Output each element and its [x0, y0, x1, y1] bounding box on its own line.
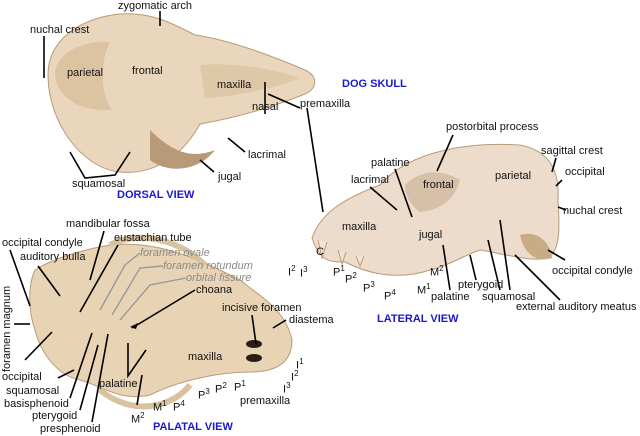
tooth-P1-palatal: P1 [234, 379, 246, 394]
faint-leader-lines [99, 252, 187, 321]
label-occipital-palatal: occipital [2, 371, 42, 383]
label-parietal-lateral: parietal [495, 170, 532, 182]
tooth-P4-palatal: P4 [173, 399, 185, 414]
label-nuchal-crest: nuchal crest [30, 24, 90, 36]
label-maxilla: maxilla [217, 79, 252, 91]
label-occipital-condyle-palatal: occipital condyle [2, 237, 83, 249]
tooth-P3-palatal: P3 [198, 387, 210, 402]
label-nuchal-crest-lateral: nuchal crest [563, 205, 623, 217]
tooth-I2-palatal: I2 [291, 369, 299, 384]
label-nasal: nasal [252, 101, 279, 113]
label-squamosal-palatal: squamosal [6, 385, 60, 397]
label-palatine-lateral-top: palatine [371, 157, 410, 169]
label-foramen-magnum: foramen magnum [1, 285, 13, 372]
tooth-I1-palatal: I1 [296, 357, 304, 372]
label-lacrimal-lateral: lacrimal [351, 174, 389, 186]
label-parietal: parietal [67, 67, 104, 79]
tooth-M1-palatal: M1 [153, 399, 167, 414]
label-auditory-bulla: auditory bulla [20, 251, 86, 263]
palatal-skull [29, 235, 293, 410]
tooth-P2-lateral: P2 [345, 271, 357, 286]
tooth-P4-lateral: P4 [384, 288, 396, 303]
label-maxilla-lateral: maxilla [342, 221, 377, 233]
label-jugal: jugal [218, 171, 242, 183]
label-eustachian-tube: eustachian tube [114, 232, 192, 244]
tooth-I2-lateral: I2 [288, 264, 296, 279]
label-basisphenoid: basisphenoid [4, 398, 69, 410]
label-palatine-palatal: palatine [99, 378, 138, 390]
tooth-M1-lateral: M1 [417, 282, 431, 297]
label-sagittal-crest: sagittal crest [541, 145, 603, 157]
label-maxilla-palatal: maxilla [188, 351, 223, 363]
label-palatine-lateral-bottom: palatine [431, 291, 470, 303]
tooth-I3-palatal: I3 [283, 381, 291, 396]
leader-lines [9, 11, 567, 423]
label-occipital-lateral: occipital [565, 166, 605, 178]
lateral-view-title: LATERAL VIEW [377, 313, 459, 325]
label-squamosal: squamosal [72, 178, 126, 190]
label-premaxilla-palatal: premaxilla [240, 395, 291, 407]
label-occipital-condyle-lateral: occipital condyle [552, 265, 633, 277]
label-choana: choana [196, 284, 233, 296]
choana-arrowhead [130, 323, 138, 329]
label-orbital-fissure: orbital fissure [186, 272, 252, 284]
label-diastema: diastema [289, 314, 334, 326]
label-canine: C [316, 246, 324, 258]
diagram-title: DOG SKULL [342, 78, 407, 90]
label-frontal-lateral: frontal [423, 179, 454, 191]
label-lacrimal: lacrimal [248, 149, 286, 161]
label-presphenoid: presphenoid [40, 423, 101, 435]
dorsal-view-title: DORSAL VIEW [117, 189, 195, 201]
tooth-P1-lateral: P1 [333, 264, 345, 279]
label-foramen-ovale: foramen ovale [140, 247, 210, 259]
label-jugal-lateral: jugal [419, 229, 443, 241]
label-squamosal-lateral: squamosal [482, 291, 536, 303]
label-postorbital-process: postorbital process [446, 121, 539, 133]
label-frontal: frontal [132, 65, 163, 77]
label-zygomatic-arch: zygomatic arch [118, 0, 192, 12]
tooth-M2-palatal: M2 [131, 411, 145, 426]
tooth-P3-lateral: P3 [363, 280, 375, 295]
tooth-M2-lateral: M2 [430, 264, 444, 279]
label-pterygoid-palatal: pterygoid [32, 410, 78, 422]
label-external-auditory-meatus: external auditory meatus [516, 301, 637, 313]
label-pterygoid-lateral: pterygoid [458, 279, 504, 291]
tooth-I3-lateral: I3 [300, 265, 308, 280]
lateral-skull [311, 143, 560, 276]
palatal-view-title: PALATAL VIEW [153, 421, 233, 433]
label-foramen-rotundum: foramen rotundum [163, 260, 253, 272]
label-mandibular-fossa: mandibular fossa [66, 218, 150, 230]
dorsal-skull [47, 13, 316, 173]
label-incisive-foramen: incisive foramen [222, 302, 302, 314]
label-premaxilla: premaxilla [300, 98, 351, 110]
tooth-P2-palatal: P2 [215, 381, 227, 396]
